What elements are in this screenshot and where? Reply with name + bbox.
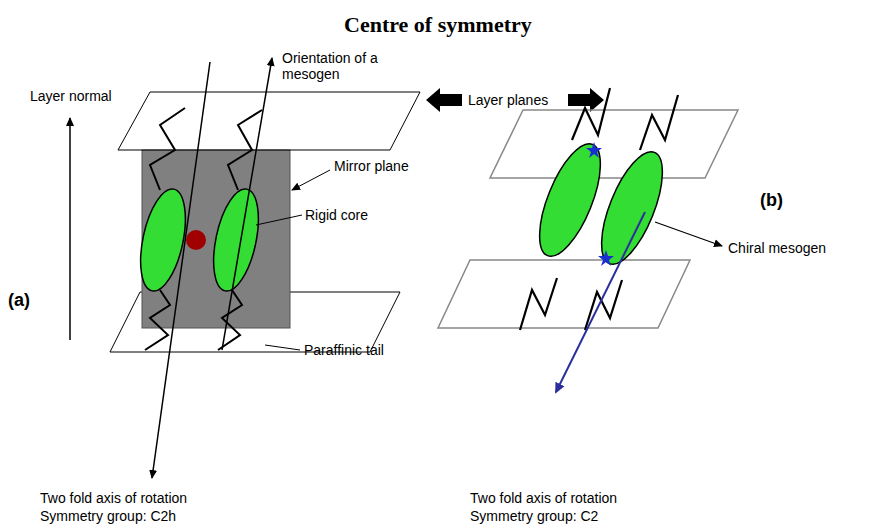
symmetry-group: Symmetry group: C2	[470, 508, 598, 524]
axis-label: Two fold axis of rotation	[470, 490, 617, 506]
plane-label: Layer planes	[468, 92, 548, 108]
panel-tag: (b)	[760, 190, 783, 211]
axis-label: Two fold axis of rotation	[40, 490, 187, 506]
axis-label: Orientation of a mesogen	[282, 50, 382, 82]
part-label: Mirror plane	[334, 158, 409, 174]
panel-tag: (a)	[8, 290, 30, 311]
axis-label: Layer normal	[30, 88, 112, 104]
part-label: Chiral mesogen	[728, 240, 826, 256]
diagram-title: Centre of symmetry	[344, 12, 532, 37]
part-label: Paraffinic tail	[304, 342, 384, 358]
part-label: Rigid core	[305, 207, 368, 223]
panel-b	[438, 88, 738, 392]
symmetry-group: Symmetry group: C2h	[40, 508, 176, 524]
panel-a	[70, 58, 604, 478]
